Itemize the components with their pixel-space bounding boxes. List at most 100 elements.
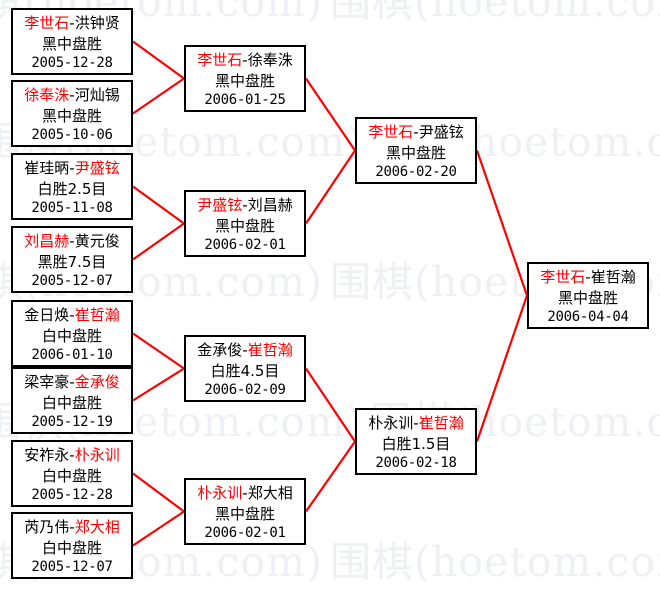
player-left: 金日焕: [24, 306, 70, 324]
match-players: 朴永训-郑大相: [186, 483, 304, 504]
match-date: 2006-01-25: [204, 92, 286, 109]
match-players: 安祚永-朴永训: [13, 445, 131, 466]
player-left: 梁宰豪: [24, 373, 70, 391]
versus-separator: -: [69, 306, 75, 324]
connector-line: [132, 185, 185, 225]
match-date: 2005-12-19: [31, 414, 113, 431]
match-box[interactable]: 刘昌赫-黄元俊黑胜7.5目 2005-12-07: [11, 226, 133, 293]
match-result: 黑中盘胜: [214, 216, 275, 235]
match-players: 李世石-崔哲瀚: [529, 267, 647, 288]
match-result: 白中盘胜: [41, 466, 102, 485]
player-left: 芮乃伟: [24, 518, 70, 536]
versus-separator: -: [585, 268, 591, 286]
connector-line: [132, 472, 185, 513]
match-players: 刘昌赫-黄元俊: [13, 231, 131, 252]
match-result: 黑胜7.5目: [37, 252, 107, 271]
player-right: 金承俊: [74, 373, 120, 391]
connector-line: [132, 510, 185, 547]
match-result: 黑中盘胜: [557, 288, 618, 307]
match-date: 2006-01-10: [31, 347, 113, 364]
versus-separator: -: [69, 446, 75, 464]
versus-separator: -: [413, 414, 419, 432]
player-right: 崔哲瀚: [247, 341, 293, 359]
match-box[interactable]: 李世石-徐奉洙黑中盘胜 2006-01-25: [184, 45, 306, 112]
versus-separator: -: [242, 341, 248, 359]
connector-line: [132, 367, 185, 402]
connector-line: [305, 77, 356, 152]
player-right: 刘昌赫: [247, 196, 293, 214]
player-right: 徐奉洙: [247, 51, 293, 69]
match-players: 李世石-洪钟贤: [13, 13, 131, 34]
player-right: 郑大相: [247, 484, 293, 502]
match-box[interactable]: 朴永训-崔哲瀚白胜1.5目 2006-02-18: [355, 408, 477, 475]
match-result: 白胜4.5目: [210, 361, 280, 380]
player-left: 朴永训: [197, 484, 243, 502]
match-players: 徐奉洙-河灿锡: [13, 85, 131, 106]
player-right: 崔哲瀚: [74, 306, 120, 324]
connector-line: [475, 150, 529, 296]
match-date: 2006-02-01: [204, 525, 286, 542]
match-date: 2005-11-08: [31, 200, 113, 217]
connector-line: [132, 40, 185, 80]
player-right: 郑大相: [74, 518, 120, 536]
match-date: 2006-02-18: [375, 455, 457, 472]
match-date: 2005-12-28: [31, 55, 113, 72]
match-date: 2006-04-04: [547, 309, 629, 326]
connector-line: [305, 149, 356, 225]
match-date: 2006-02-01: [204, 237, 286, 254]
match-players: 崔珪昞-尹盛铉: [13, 158, 131, 179]
player-right: 朴永训: [74, 446, 120, 464]
versus-separator: -: [69, 373, 75, 391]
match-result: 黑中盘胜: [214, 71, 275, 90]
match-players: 朴永训-崔哲瀚: [357, 413, 475, 434]
player-left: 金承俊: [197, 341, 243, 359]
match-players: 芮乃伟-郑大相: [13, 517, 131, 538]
player-left: 尹盛铉: [197, 196, 243, 214]
player-left: 朴永训: [368, 414, 414, 432]
match-result: 黑中盘胜: [385, 143, 446, 162]
watermark-text: 围棋(hoetom.com): [330, 538, 660, 586]
player-right: 河灿锡: [74, 86, 120, 104]
versus-separator: -: [69, 159, 75, 177]
match-box[interactable]: 芮乃伟-郑大相白中盘胜 2005-12-07: [11, 512, 133, 579]
player-left: 李世石: [540, 268, 586, 286]
versus-separator: -: [242, 484, 248, 502]
match-result: 白胜1.5目: [381, 434, 451, 453]
versus-separator: -: [69, 232, 75, 250]
match-result: 黑中盘胜: [41, 34, 102, 53]
match-box[interactable]: 李世石-崔哲瀚黑中盘胜 2006-04-04: [527, 262, 649, 329]
connector-line: [132, 77, 185, 115]
match-box[interactable]: 尹盛铉-刘昌赫黑中盘胜 2006-02-01: [184, 190, 306, 257]
player-left: 安祚永: [24, 446, 70, 464]
versus-separator: -: [69, 86, 75, 104]
connector-line: [132, 222, 185, 261]
player-left: 徐奉洙: [24, 86, 70, 104]
connector-line: [305, 367, 356, 443]
versus-separator: -: [242, 196, 248, 214]
match-date: 2006-02-20: [375, 164, 457, 181]
match-box[interactable]: 金承俊-崔哲瀚白胜4.5目 2006-02-09: [184, 335, 306, 402]
match-players: 梁宰豪-金承俊: [13, 372, 131, 393]
connector-line: [132, 332, 185, 370]
player-left: 刘昌赫: [24, 232, 70, 250]
player-right: 尹盛铉: [74, 159, 120, 177]
match-result: 白中盘胜: [41, 393, 102, 412]
match-date: 2005-12-07: [31, 273, 113, 290]
match-players: 金日焕-崔哲瀚: [13, 305, 131, 326]
match-result: 白中盘胜: [41, 538, 102, 557]
player-left: 李世石: [368, 123, 414, 141]
player-left: 崔珪昞: [24, 159, 70, 177]
match-date: 2006-02-09: [204, 382, 286, 399]
match-box[interactable]: 李世石-洪钟贤黑中盘胜 2005-12-28: [11, 8, 133, 75]
match-date: 2005-12-07: [31, 559, 113, 576]
player-left: 李世石: [197, 51, 243, 69]
versus-separator: -: [242, 51, 248, 69]
